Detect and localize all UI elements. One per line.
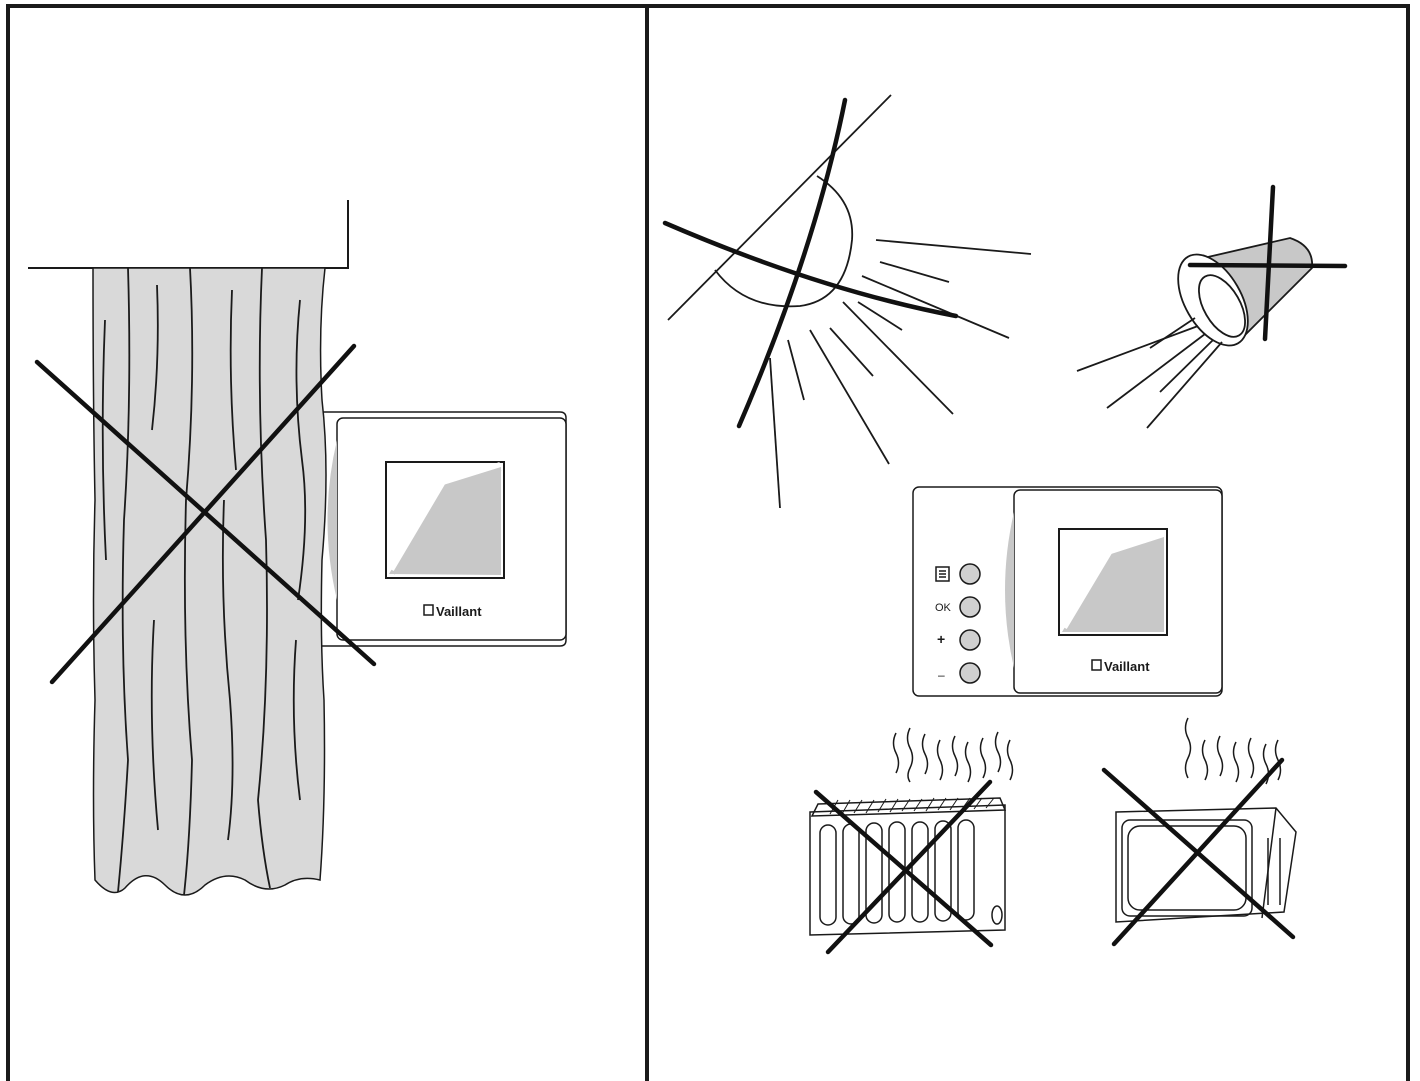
right-panel: Vaillant OK + – [665,95,1345,952]
oven-icon [1116,718,1296,922]
radiator-icon [810,728,1013,935]
ok-button[interactable] [960,597,980,617]
heat-waves [894,728,1013,782]
plus-button[interactable] [960,630,980,650]
sun-icon [668,95,1031,508]
ok-button-label: OK [935,602,952,614]
brand-label: Vaillant [1104,659,1150,674]
minus-button[interactable] [960,663,980,683]
curtain-rail [28,200,348,268]
thermostat-right: Vaillant OK + – [913,487,1222,696]
curtain [93,268,326,895]
menu-button[interactable] [960,564,980,584]
left-panel: Vaillant [28,200,566,895]
plus-button-label: + [937,631,945,647]
prohibition-cross-sun [665,100,956,426]
brand-label: Vaillant [436,604,482,619]
thermostat-left: Vaillant [318,412,566,646]
minus-button-label: – [938,668,945,682]
